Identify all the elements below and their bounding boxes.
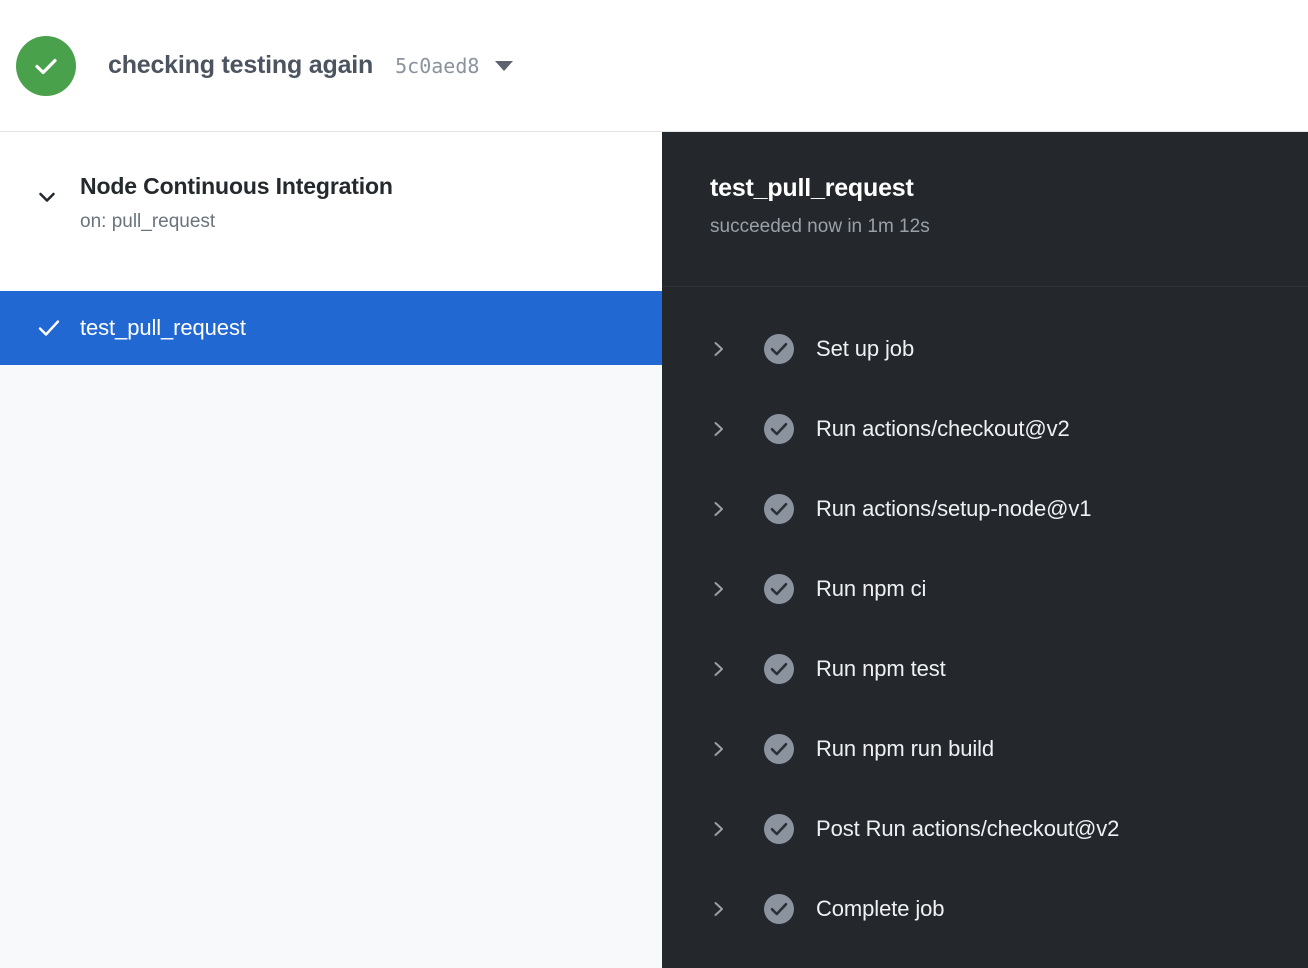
chevron-right-icon[interactable] (710, 820, 728, 838)
chevron-down-icon[interactable] (36, 186, 58, 208)
sidebar-item-label: test_pull_request (80, 315, 246, 340)
list-item[interactable]: Set up job (662, 309, 1308, 389)
page-title: checking testing again (108, 51, 374, 79)
workflow-trigger: on: pull_request (80, 211, 216, 233)
list-item[interactable]: Run npm run build (662, 709, 1308, 789)
step-label: Complete job (816, 896, 945, 921)
job-log-panel: test_pull_request succeeded now in 1m 12… (662, 132, 1308, 968)
workflow-name: Node Continuous Integration (80, 173, 393, 199)
check-circle-filled-icon (764, 894, 794, 924)
list-item[interactable]: Run npm test (662, 629, 1308, 709)
chevron-down-icon[interactable] (495, 60, 514, 71)
chevron-right-icon[interactable] (710, 900, 728, 918)
job-title: test_pull_request (710, 174, 914, 202)
step-label: Run npm test (816, 656, 946, 681)
sidebar-item-test-pull-request[interactable]: test_pull_request (0, 291, 662, 365)
job-log-header: test_pull_request succeeded now in 1m 12… (662, 132, 1308, 287)
check-circle-icon (16, 35, 76, 96)
check-circle-filled-icon (764, 814, 794, 844)
check-circle-filled-icon (764, 734, 794, 764)
step-label: Run npm run build (816, 736, 995, 761)
job-steps-list: Set up job Run actions/checkout@v2 (662, 287, 1308, 949)
chevron-right-icon[interactable] (710, 660, 728, 678)
jobs-sidebar: Node Continuous Integration on: pull_req… (0, 132, 662, 968)
step-label: Set up job (816, 336, 915, 361)
list-item[interactable]: Run actions/checkout@v2 (662, 389, 1308, 469)
check-circle-filled-icon (764, 494, 794, 524)
workflow-summary[interactable]: Node Continuous Integration on: pull_req… (0, 132, 662, 291)
chevron-right-icon[interactable] (710, 740, 728, 758)
job-status-text: succeeded now in 1m 12s (710, 215, 930, 237)
list-item[interactable]: Run actions/setup-node@v1 (662, 469, 1308, 549)
commit-sha[interactable]: 5c0aed8 (395, 53, 480, 78)
step-label: Post Run actions/checkout@v2 (816, 816, 1120, 841)
list-item[interactable]: Post Run actions/checkout@v2 (662, 789, 1308, 869)
step-label: Run actions/checkout@v2 (816, 416, 1070, 441)
check-circle-filled-icon (764, 574, 794, 604)
chevron-right-icon[interactable] (710, 580, 728, 598)
chevron-right-icon[interactable] (710, 500, 728, 518)
check-circle-filled-icon (764, 654, 794, 684)
chevron-right-icon[interactable] (710, 420, 728, 438)
list-item[interactable]: Complete job (662, 869, 1308, 949)
step-label: Run npm ci (816, 576, 927, 601)
chevron-right-icon[interactable] (710, 340, 728, 358)
check-icon (36, 315, 62, 341)
check-circle-filled-icon (764, 414, 794, 444)
step-label: Run actions/setup-node@v1 (816, 496, 1092, 521)
run-header: checking testing again 5c0aed8 (0, 0, 1308, 132)
check-circle-filled-icon (764, 334, 794, 364)
list-item[interactable]: Run npm ci (662, 549, 1308, 629)
